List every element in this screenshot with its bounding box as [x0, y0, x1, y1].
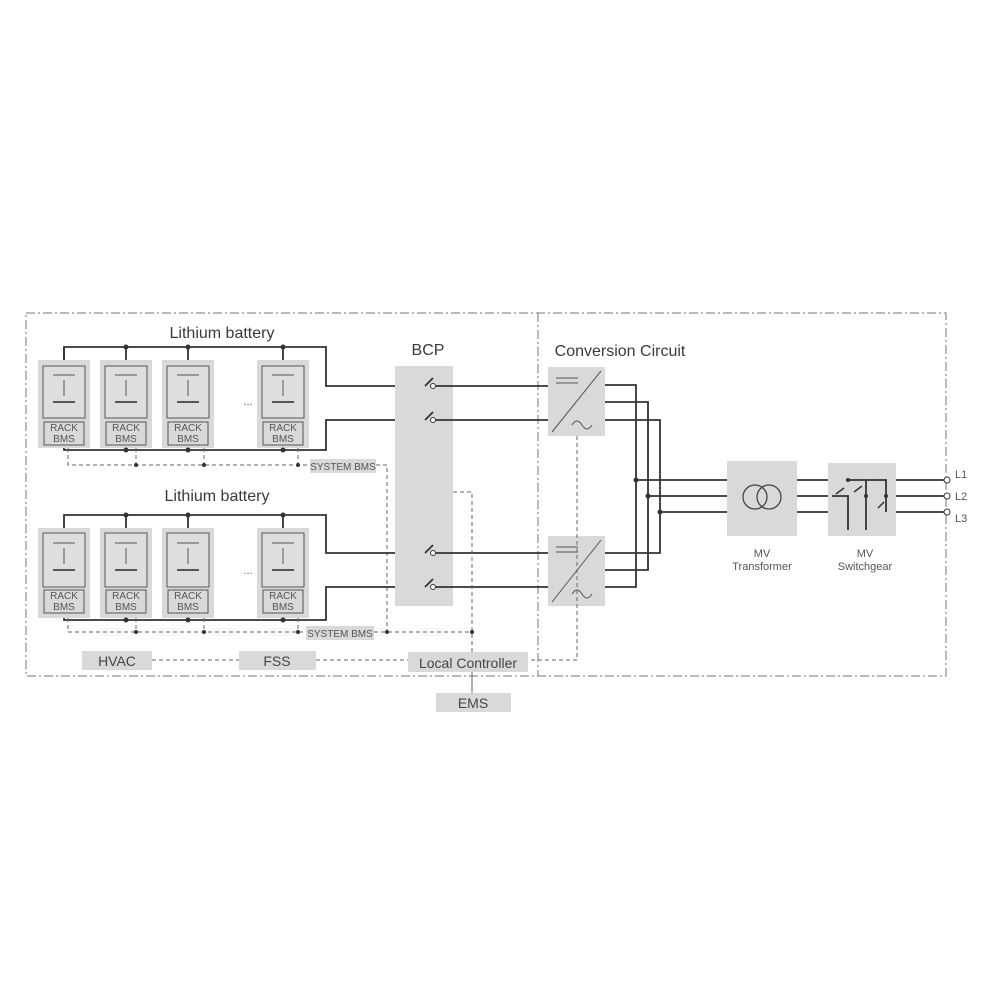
system-bms-box [310, 459, 376, 473]
bcp-panel: BCP [395, 342, 548, 700]
phase-label-l2: L2 [955, 491, 967, 503]
terminal-l2 [943, 492, 951, 500]
rack-4: RACK BMS [257, 512, 309, 618]
rack-bms-label: BMS [177, 602, 199, 613]
bcp-switch [424, 377, 436, 590]
rack-bms-label: RACK [50, 591, 78, 602]
system-bms-label: SYSTEM BMS [310, 462, 376, 473]
switchgear-box [828, 463, 896, 536]
ellipsis: ... [243, 396, 252, 408]
ems-box [436, 693, 511, 712]
switchgear-label: MV [857, 548, 874, 560]
system-bms-box [306, 626, 374, 640]
rack-bms-label: RACK [174, 423, 202, 434]
local-controller-label: Local Controller [419, 655, 517, 671]
conversion-circuit: Conversion Circuit [528, 343, 727, 661]
local-controller-box [408, 652, 528, 672]
mv-switchgear: MV Switchgear [828, 463, 944, 573]
dc-positive-bus [63, 514, 425, 554]
rack-bms-label: RACK [112, 423, 140, 434]
terminal-l1 [943, 476, 951, 484]
transformer-label: MV [754, 548, 771, 560]
bcp-title: BCP [412, 342, 445, 359]
conversion-title: Conversion Circuit [555, 343, 686, 360]
rack-bms-label: RACK [269, 591, 297, 602]
rack-1: RACK BMS [38, 528, 90, 618]
rack-bms-label: BMS [53, 602, 75, 613]
hvac-box [82, 651, 152, 670]
rack-1: RACK BMS [38, 360, 90, 448]
inverter-1 [548, 367, 605, 436]
switchgear-label: Switchgear [838, 561, 893, 573]
battery-group-1: Lithium battery RACK BMS RACK BMS [38, 325, 425, 632]
mv-transformer: MV Transformer [727, 461, 828, 573]
rack-bms-label: BMS [115, 434, 137, 445]
rack-bms-label: BMS [115, 602, 137, 613]
battery-group-title: Lithium battery [170, 325, 275, 342]
rack-bms-label: BMS [272, 602, 294, 613]
battery-group-title: Lithium battery [165, 488, 270, 505]
rack-bms-label: RACK [269, 423, 297, 434]
rack-3: RACK BMS [162, 512, 214, 618]
bcp-box [395, 366, 453, 606]
terminal-l3 [943, 508, 951, 516]
fss-box [239, 651, 316, 670]
rack-bms-label: BMS [272, 434, 294, 445]
phase-label-l3: L3 [955, 513, 967, 525]
auxiliary-systems: HVAC FSS Local Controller EMS [82, 651, 528, 712]
transformer-box [727, 461, 797, 536]
rack-bms-label: BMS [177, 434, 199, 445]
rack-3: RACK BMS [162, 344, 214, 448]
rack-2: RACK BMS [100, 512, 152, 618]
rack-bms-label: RACK [112, 591, 140, 602]
rack-bms-label: RACK [174, 591, 202, 602]
hvac-label: HVAC [98, 653, 136, 669]
rack-4: RACK BMS [257, 344, 309, 448]
phase-label-l1: L1 [955, 469, 967, 481]
battery-group-2: Lithium battery RACK BMS RACK BMS RACK [38, 488, 472, 640]
ems-label: EMS [458, 695, 488, 711]
transformer-label: Transformer [732, 561, 792, 573]
fss-label: FSS [263, 653, 290, 669]
rack-bms-label: RACK [50, 423, 78, 434]
rack-bms-label: BMS [53, 434, 75, 445]
system-bms-label: SYSTEM BMS [307, 629, 373, 640]
ellipsis: ... [243, 565, 252, 577]
rack-2: RACK BMS [100, 344, 152, 448]
phase-terminals: L1 L2 L3 [943, 469, 967, 525]
